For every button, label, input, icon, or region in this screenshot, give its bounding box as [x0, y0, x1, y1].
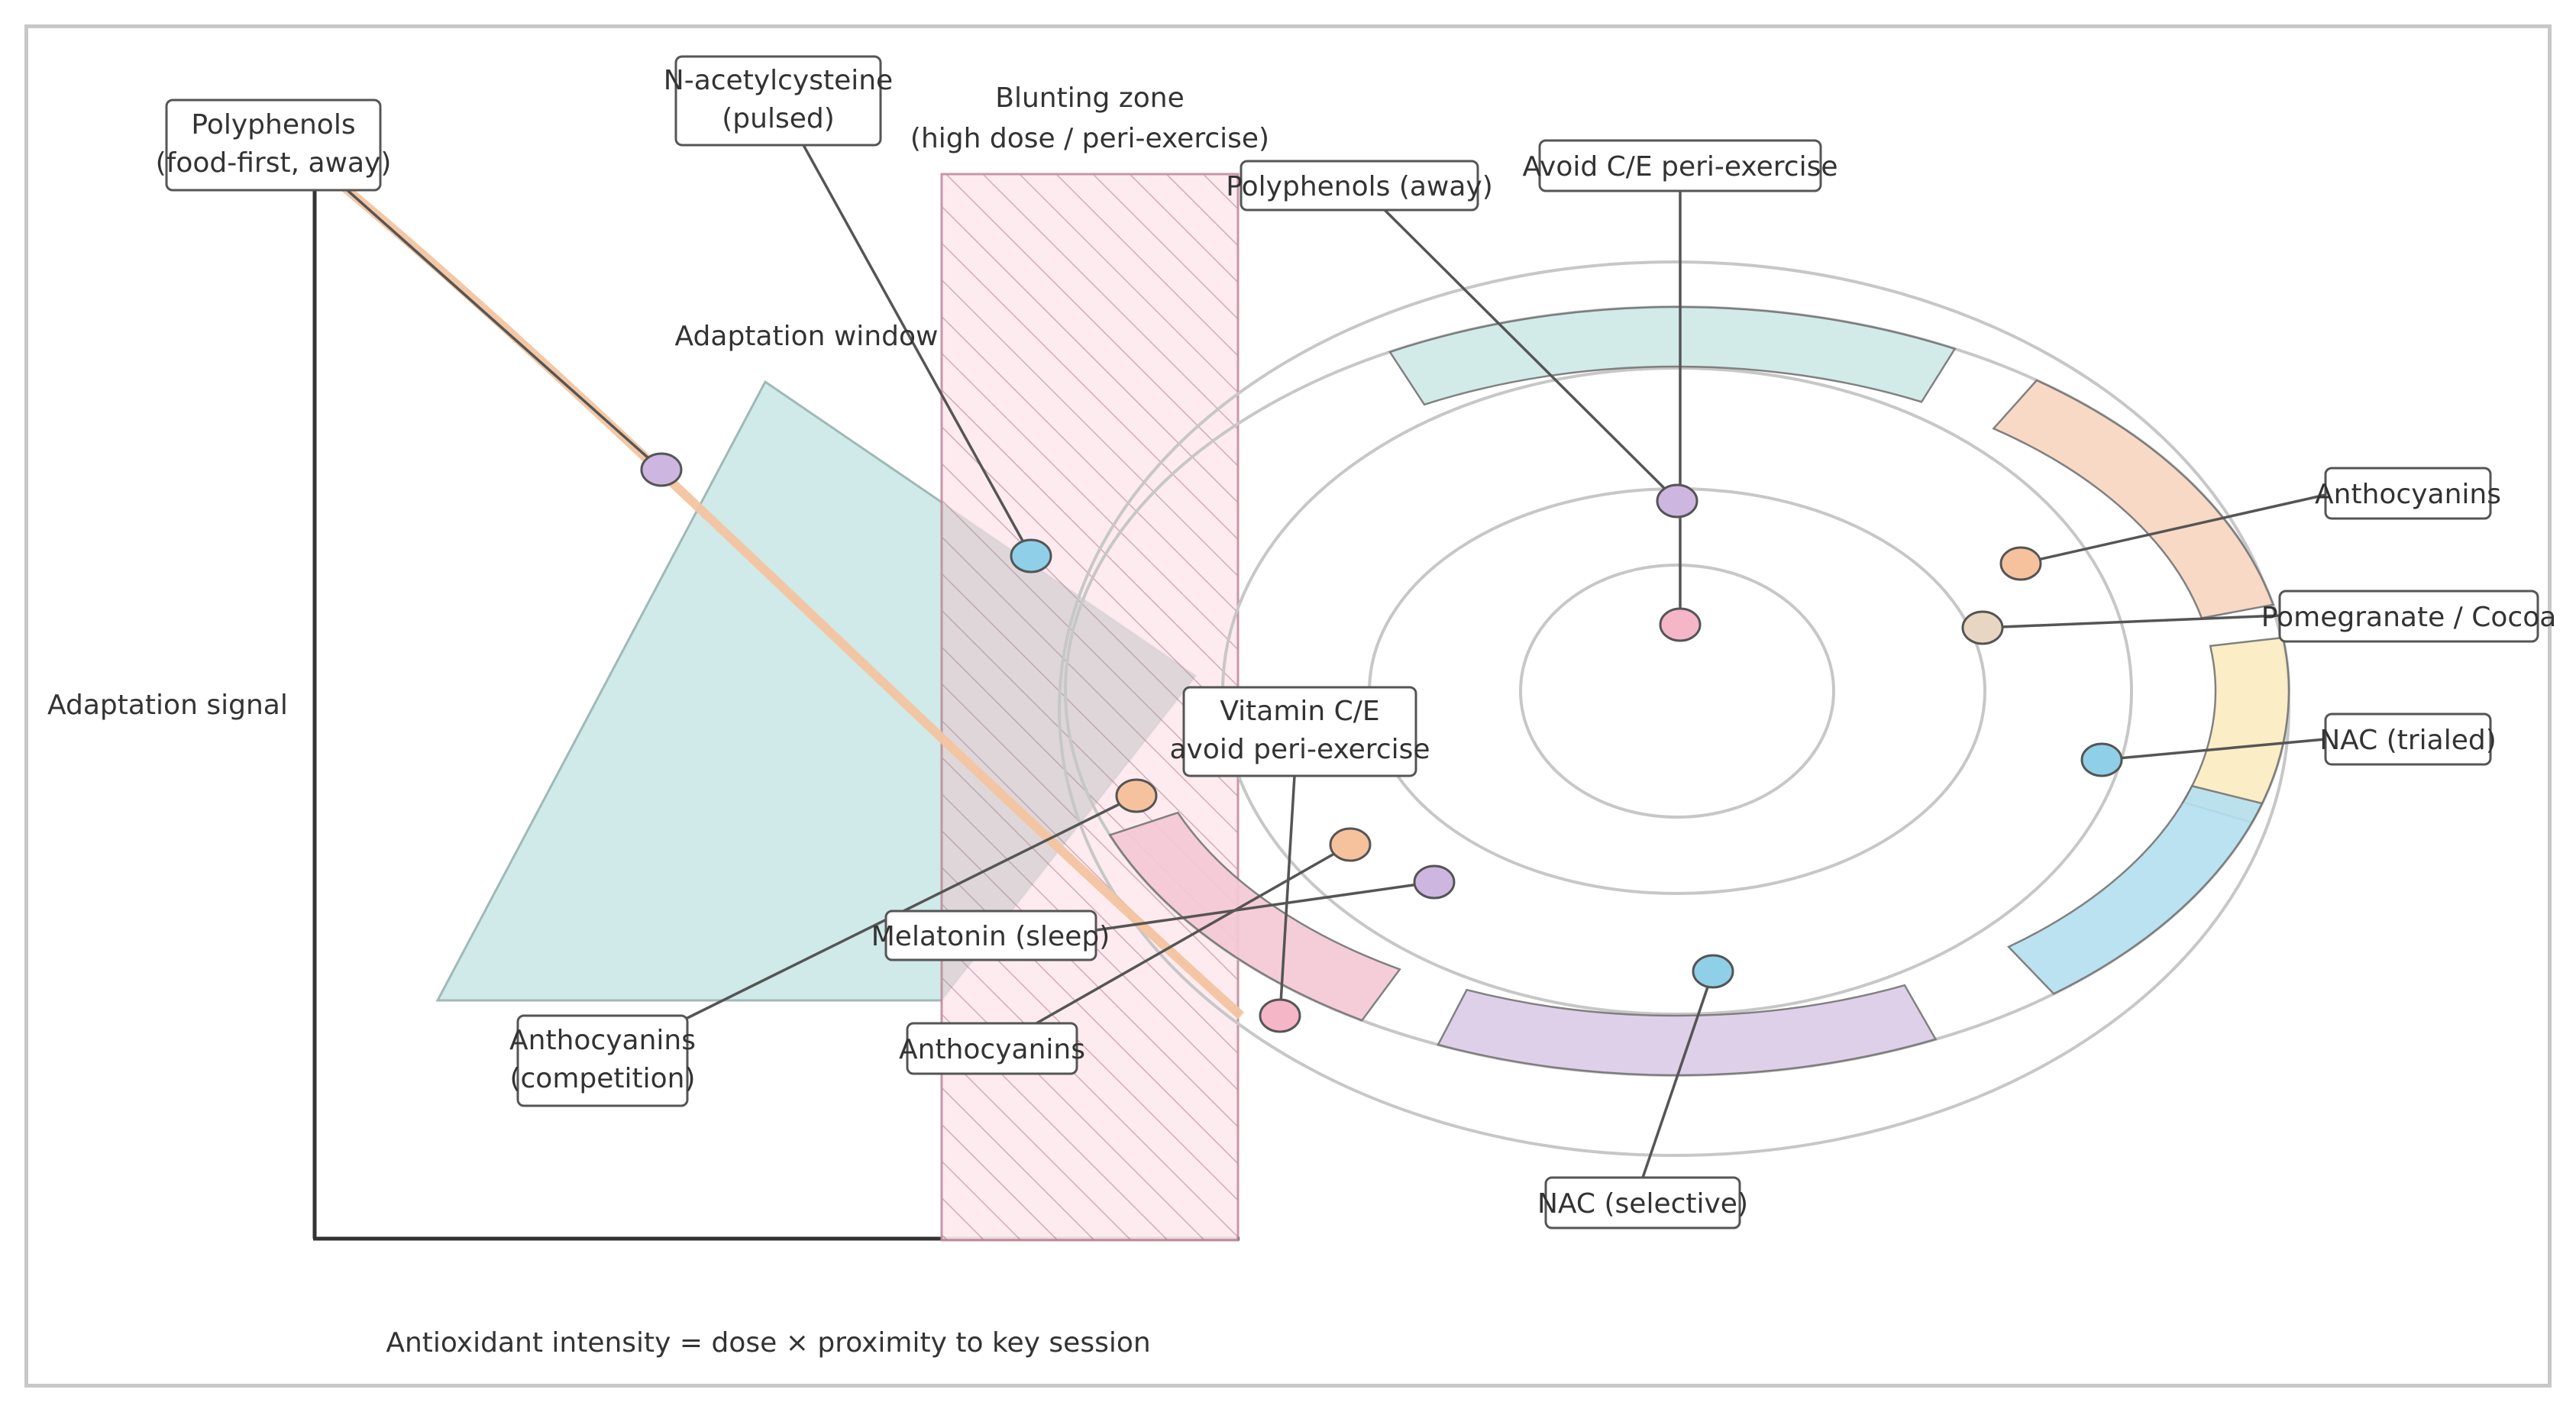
- leader-anthocyanins-right: [2020, 493, 2326, 565]
- svg-text:Anthocyanins: Anthocyanins: [509, 1025, 696, 1056]
- blunting-overlap: [942, 502, 1196, 1000]
- label-anthocyanins-competition: Anthocyanins (competition): [509, 1014, 696, 1107]
- svg-text:Pomegranate / Cocoa: Pomegranate / Cocoa: [2261, 602, 2557, 633]
- svg-text:avoid peri-exercise: avoid peri-exercise: [1169, 734, 1430, 765]
- wheel-inner-ring: [1519, 564, 1835, 819]
- segment-lavender: [1437, 984, 1938, 1077]
- x-axis-label: Antioxidant intensity = dose × proximity…: [386, 1327, 1150, 1359]
- marker-nac-pulsed: [1010, 538, 1052, 574]
- segment-blue: [2006, 784, 2264, 995]
- label-nac-pulsed: N-acetylcysteine (pulsed): [664, 55, 893, 147]
- leader-nac-pulsed: [802, 144, 1033, 557]
- leader-pomegranate: [1982, 614, 2280, 629]
- marker-vitamin-ce: [1259, 998, 1301, 1033]
- leader-anthocyanins-mid: [1036, 843, 1351, 1025]
- svg-text:Polyphenols (away): Polyphenols (away): [1226, 171, 1493, 202]
- marker-anthocyanins-right: [1999, 546, 2042, 581]
- leader-nac-selective: [1640, 971, 1715, 1181]
- svg-text:Polyphenols: Polyphenols: [191, 109, 355, 141]
- leader-polyphenols-food-first: [341, 184, 663, 471]
- label-pomegranate: Pomegranate / Cocoa: [2261, 590, 2557, 643]
- label-nac-trialed: NAC (trialed): [2319, 712, 2497, 766]
- label-melatonin: Melatonin (sleep): [871, 910, 1110, 961]
- blunting-zone-label-1: Blunting zone: [995, 82, 1184, 114]
- marker-nac-selective: [1692, 954, 1734, 989]
- leader-polyphenols-away: [1373, 199, 1679, 502]
- label-polyphenols-food-first: Polyphenols (food-first, away): [156, 99, 392, 192]
- svg-text:Vitamin C/E: Vitamin C/E: [1220, 696, 1379, 727]
- label-anthocyanins-right: Anthocyanins: [2315, 467, 2501, 520]
- leader-nac-trialed: [2101, 738, 2326, 761]
- y-axis-label: Adaptation signal: [47, 690, 288, 721]
- markers: [640, 452, 2123, 1033]
- svg-text:(competition): (competition): [509, 1063, 695, 1094]
- svg-text:(pulsed): (pulsed): [722, 103, 835, 134]
- label-avoid-ce: Avoid C/E peri-exercise: [1523, 139, 1838, 192]
- svg-text:Melatonin (sleep): Melatonin (sleep): [871, 921, 1110, 952]
- leader-anthocyanins-comp: [679, 794, 1137, 1023]
- leader-vitamin-ce: [1278, 775, 1296, 1016]
- marker-melatonin: [1413, 864, 1456, 900]
- marker-nac-trialed: [2080, 742, 2123, 777]
- svg-text:Anthocyanins: Anthocyanins: [899, 1034, 1085, 1065]
- label-vitamin-ce: Vitamin C/E avoid peri-exercise: [1169, 686, 1430, 777]
- adaptation-curve: [339, 182, 1245, 1019]
- leader-melatonin: [1095, 880, 1435, 932]
- label-polyphenols-away: Polyphenols (away): [1226, 160, 1493, 212]
- marker-avoid-ce: [1659, 607, 1702, 642]
- marker-anthocyanins-comp: [1115, 778, 1158, 813]
- blunting-zone-label-2: (high dose / peri-exercise): [910, 123, 1269, 154]
- marker-polyphenols-food-first: [640, 452, 683, 487]
- marker-polyphenols-away: [1656, 483, 1698, 519]
- svg-text:N-acetylcysteine: N-acetylcysteine: [664, 65, 893, 96]
- segment-peach: [1992, 379, 2275, 619]
- svg-text:NAC (trialed): NAC (trialed): [2319, 725, 2497, 756]
- svg-text:(food-first, away): (food-first, away): [156, 147, 392, 179]
- schedule-wheel: [1058, 260, 2290, 1157]
- wheel-segments: [1108, 305, 2290, 1077]
- label-anthocyanins-mid: Anthocyanins: [899, 1022, 1085, 1075]
- adaptation-window-label: Adaptation window: [675, 321, 939, 352]
- leader-lines: [341, 144, 2326, 1181]
- segment-teal: [1388, 305, 1957, 406]
- marker-pomegranate: [1961, 610, 2004, 645]
- label-nac-selective: NAC (selective): [1537, 1176, 1748, 1229]
- svg-text:Avoid C/E peri-exercise: Avoid C/E peri-exercise: [1523, 151, 1838, 183]
- segment-pink: [1108, 811, 1401, 1022]
- marker-anthocyanins-mid: [1329, 827, 1372, 862]
- svg-text:NAC (selective): NAC (selective): [1537, 1188, 1748, 1220]
- wheel-ring-3: [1368, 487, 1986, 895]
- svg-text:Anthocyanins: Anthocyanins: [2315, 479, 2501, 510]
